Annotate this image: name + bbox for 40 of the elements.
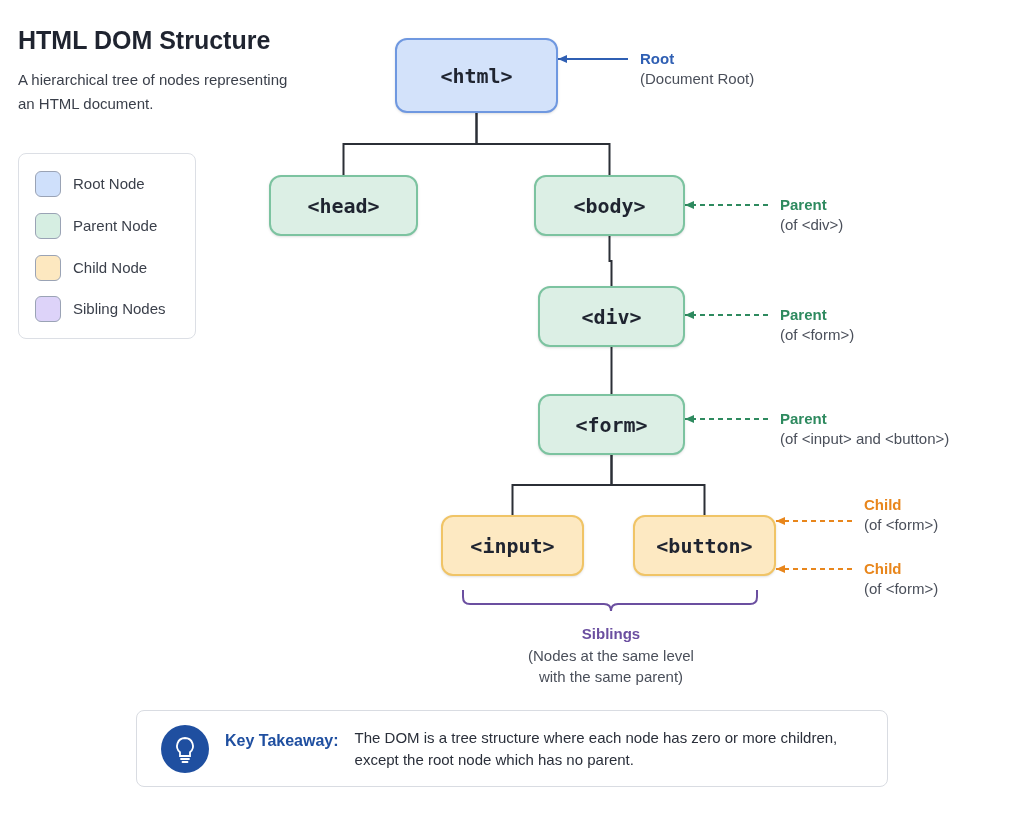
element-node-box: <html>	[395, 38, 558, 113]
annotation-note: (Document Root)	[640, 69, 755, 89]
annotation-note: (of <input> and <button>)	[780, 429, 950, 449]
annotation-arrow	[775, 517, 853, 525]
annotation-arrow	[775, 565, 853, 573]
annotation-arrow	[684, 415, 769, 423]
legend-label: Child Node	[73, 257, 148, 278]
annotation-arrow	[557, 55, 629, 63]
connector-line	[608, 235, 613, 287]
annotation-label: Parent	[780, 305, 827, 325]
siblings-label: Siblings	[580, 624, 642, 644]
annotation-arrow	[684, 311, 769, 319]
connector-line	[610, 454, 706, 516]
annotation-label: Root	[640, 49, 675, 69]
element-node-box: <body>	[534, 175, 685, 236]
annotation-label: Parent	[780, 195, 827, 215]
element-node-box: <form>	[538, 394, 685, 455]
takeaway-heading: Key Takeaway:	[225, 731, 339, 751]
legend-label: Sibling Nodes	[73, 298, 166, 319]
connector-line	[610, 346, 613, 395]
legend-label: Parent Node	[73, 215, 158, 236]
annotation-label: Child	[864, 559, 902, 579]
annotation-note: (of <form>)	[780, 325, 855, 345]
annotation-note: (of <form>)	[864, 515, 939, 535]
element-node-box: <input>	[441, 515, 584, 576]
annotation-label: Parent	[780, 409, 827, 429]
diagram-title: HTML DOM Structure	[18, 25, 271, 56]
subtitle: A hierarchical tree of nodes representing an HTML document.	[18, 70, 288, 114]
connector-line	[475, 112, 611, 176]
element-node-box: <button>	[633, 515, 776, 576]
annotation-note: (of <form>)	[864, 579, 939, 599]
takeaway-text: The DOM is a tree structure where each node has zero or more children, except the root node which has no parent.	[354, 727, 839, 770]
takeaway-card	[136, 710, 888, 787]
element-node-box: <head>	[269, 175, 418, 236]
element-node-box: <div>	[538, 286, 685, 347]
annotation-arrow	[684, 201, 769, 209]
legend-label: Root Node	[73, 173, 145, 194]
siblings-note: (Nodes at the same level with the same parent)	[527, 646, 695, 687]
annotation-note: (of <div>)	[780, 215, 844, 235]
annotation-label: Child	[864, 495, 902, 515]
